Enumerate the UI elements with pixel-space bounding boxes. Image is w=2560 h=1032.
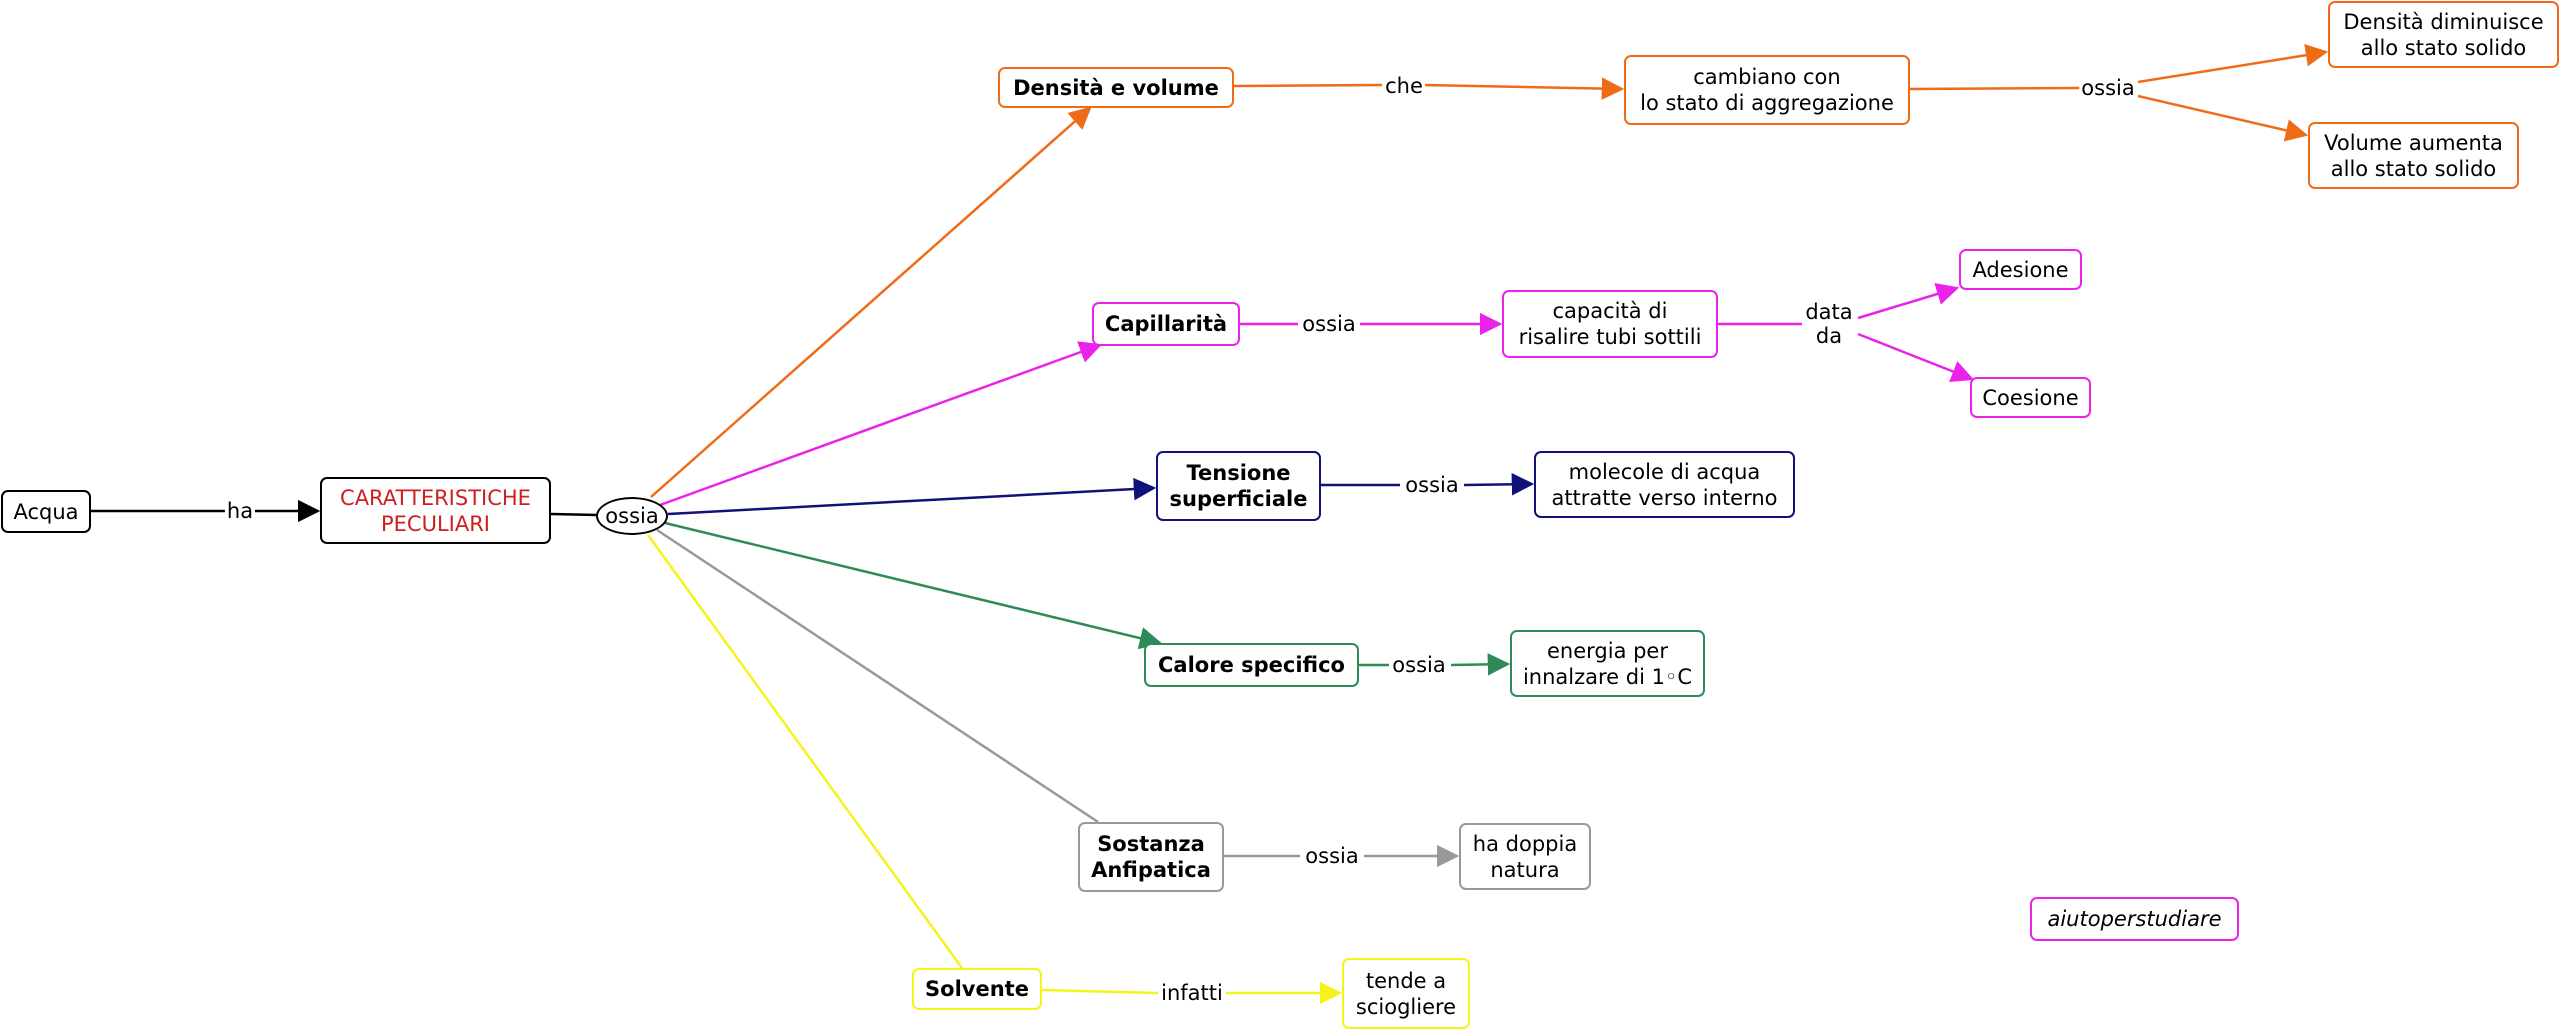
node-tensione-superficiale[interactable]: Tensione superficiale	[1156, 451, 1321, 521]
edge-ossia-calore	[664, 521, 1163, 650]
label-data-da: data da	[1803, 300, 1855, 348]
node-capacita[interactable]: capacità di risalire tubi sottili	[1502, 290, 1718, 358]
edge-ossia-sostanza	[656, 528, 1099, 824]
edge-solvente-infatti	[1041, 988, 1159, 995]
edge-ossia-solvente	[646, 534, 964, 969]
label-ossia-tensione: ossia	[1403, 473, 1461, 497]
node-densita-volume[interactable]: Densità e volume	[998, 67, 1234, 108]
node-doppia-natura[interactable]: ha doppia natura	[1459, 823, 1591, 890]
label-che: che	[1383, 74, 1425, 98]
node-solvente[interactable]: Solvente	[912, 968, 1042, 1010]
edge-ossia-densita-diminuisce	[2137, 44, 2329, 84]
node-calore-specifico[interactable]: Calore specifico	[1144, 643, 1359, 687]
node-adesione[interactable]: Adesione	[1959, 249, 2082, 290]
edge-cambiano-ossia	[1909, 86, 2081, 91]
edge-ossia-volume-aumenta	[2137, 94, 2309, 142]
label-ossia-sostanza: ossia	[1303, 844, 1361, 868]
node-cambiano[interactable]: cambiano con lo stato di aggregazione	[1624, 55, 1910, 125]
edge-ossia-tensione	[667, 477, 1157, 516]
label-infatti: infatti	[1159, 981, 1225, 1005]
edge-caratteristiche-ossia	[550, 512, 599, 517]
node-densita-diminuisce[interactable]: Densità diminuisce allo stato solido	[2328, 1, 2559, 68]
edge-densita-che	[1232, 83, 1383, 88]
edge-data-adesione	[1857, 283, 1960, 320]
node-energia[interactable]: energia per innalzare di 1◦C	[1510, 630, 1705, 697]
edge-che-cambiano	[1423, 77, 1625, 100]
node-sostanza-anfipatica[interactable]: Sostanza Anfipatica	[1078, 822, 1224, 892]
edge-ossia-densita	[650, 106, 1092, 498]
label-ossia-capillarita: ossia	[1300, 312, 1358, 336]
node-volume-aumenta[interactable]: Volume aumenta allo stato solido	[2308, 122, 2519, 189]
edge-ossia-capillarita	[659, 341, 1103, 507]
watermark-aiutoperstudiare: aiutoperstudiare	[2030, 897, 2239, 941]
node-acqua[interactable]: Acqua	[1, 490, 91, 533]
edge-ossia-energia	[1450, 653, 1511, 676]
edge-ossia-molecole	[1463, 473, 1535, 496]
node-molecole[interactable]: molecole di acqua attratte verso interno	[1534, 451, 1795, 518]
label-ha: ha	[224, 499, 256, 523]
node-tende-sciogliere[interactable]: tende a sciogliere	[1342, 958, 1470, 1029]
edge-data-coesione	[1857, 332, 1975, 383]
node-capillarita[interactable]: Capillarità	[1092, 302, 1240, 346]
node-ossia-hub[interactable]: ossia	[596, 497, 668, 535]
node-caratteristiche-peculiari[interactable]: CARATTERISTICHE PECULIARI	[320, 477, 551, 544]
label-ossia-densita: ossia	[2079, 76, 2137, 100]
node-coesione[interactable]: Coesione	[1970, 377, 2091, 418]
label-ossia-calore: ossia	[1390, 653, 1448, 677]
